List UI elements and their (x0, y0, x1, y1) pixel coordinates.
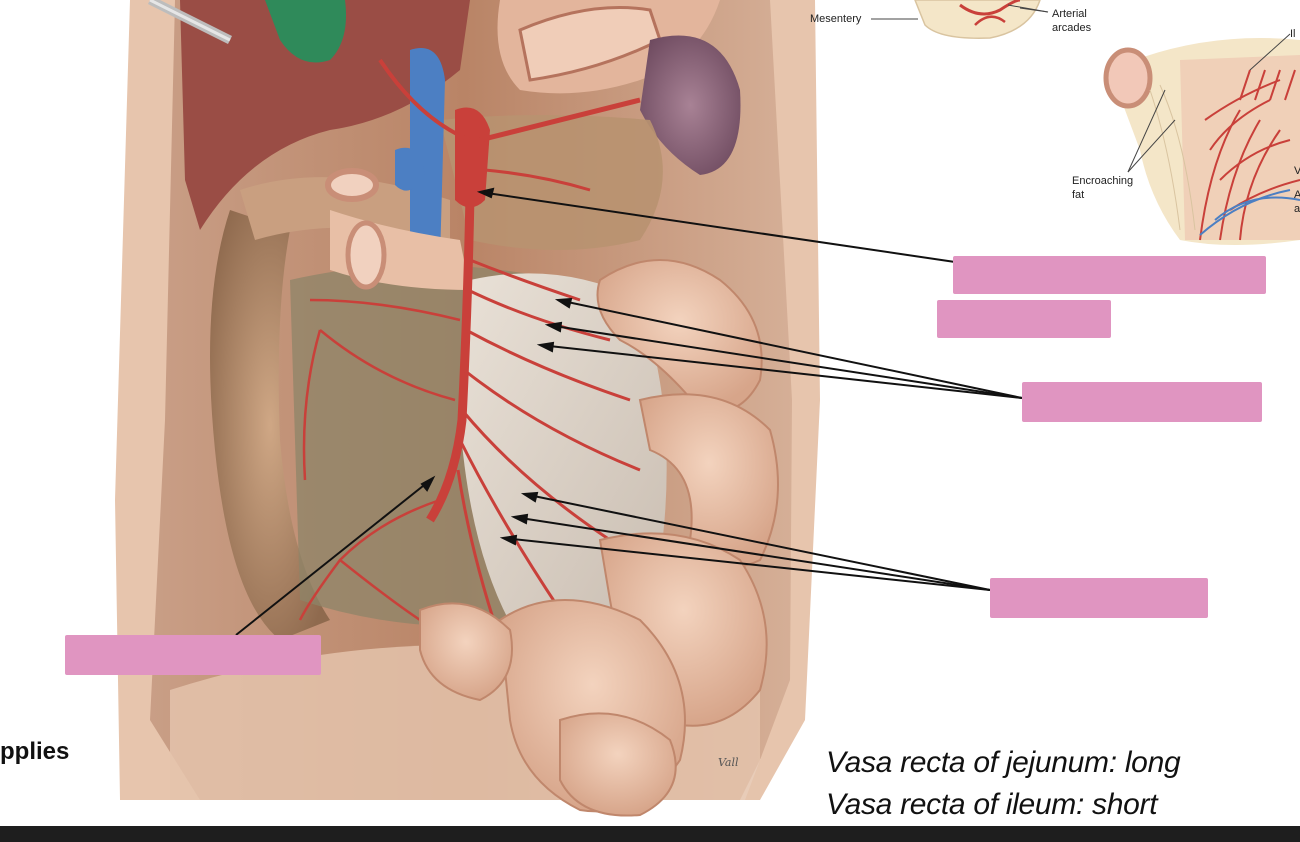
inset-label-clipped-low2: a (1294, 203, 1300, 215)
spleen (640, 35, 741, 175)
inset-label-clipped-mid: V (1294, 165, 1300, 177)
skin-left (115, 0, 200, 800)
inset-right (1103, 33, 1300, 245)
inset-label-clipped-top: Il (1290, 28, 1296, 40)
duodenum-cut (325, 168, 379, 202)
label-blank-second-line[interactable] (937, 300, 1111, 338)
gallbladder (265, 0, 346, 63)
label-blank-ileal-arteries[interactable] (990, 578, 1208, 618)
inset-label-encroaching-fat-1: Encroaching (1072, 175, 1134, 187)
pancreas (440, 115, 663, 250)
liver (180, 0, 470, 230)
artist-signature: Vall (718, 756, 739, 769)
inferior-vena-cava (410, 48, 445, 264)
caption-jejunum: Vasa recta of jejunum: long (826, 746, 1181, 779)
inset-label-arterial-arcades-2: arcades (1052, 22, 1092, 34)
label-blank-superior-mesenteric-artery[interactable] (953, 256, 1266, 294)
skin-right (745, 0, 820, 800)
small-intestine-loops (419, 259, 779, 817)
inset-label-arterial-arcades-1: Arterial (1052, 8, 1087, 20)
label-pointers (235, 187, 1023, 636)
superior-mesenteric-artery (426, 194, 475, 523)
transverse-colon (240, 177, 450, 240)
aorta (455, 107, 490, 208)
ascending-colon (210, 210, 330, 640)
label-blank-jejunal-arteries[interactable] (1022, 382, 1262, 422)
slide-bottom-bar (0, 826, 1300, 842)
side-text-supplies: pplies (0, 738, 70, 765)
inset-label-mesentery: Mesentery (810, 13, 862, 25)
inset-top (871, 0, 1049, 39)
label-blank-left-branch[interactable] (65, 635, 321, 675)
inset-label-encroaching-fat-2: fat (1072, 189, 1085, 201)
colic-branches (298, 298, 461, 622)
inset-label-clipped-low1: A (1294, 189, 1300, 201)
caption-ileum: Vasa recta of ileum: short (826, 788, 1158, 821)
